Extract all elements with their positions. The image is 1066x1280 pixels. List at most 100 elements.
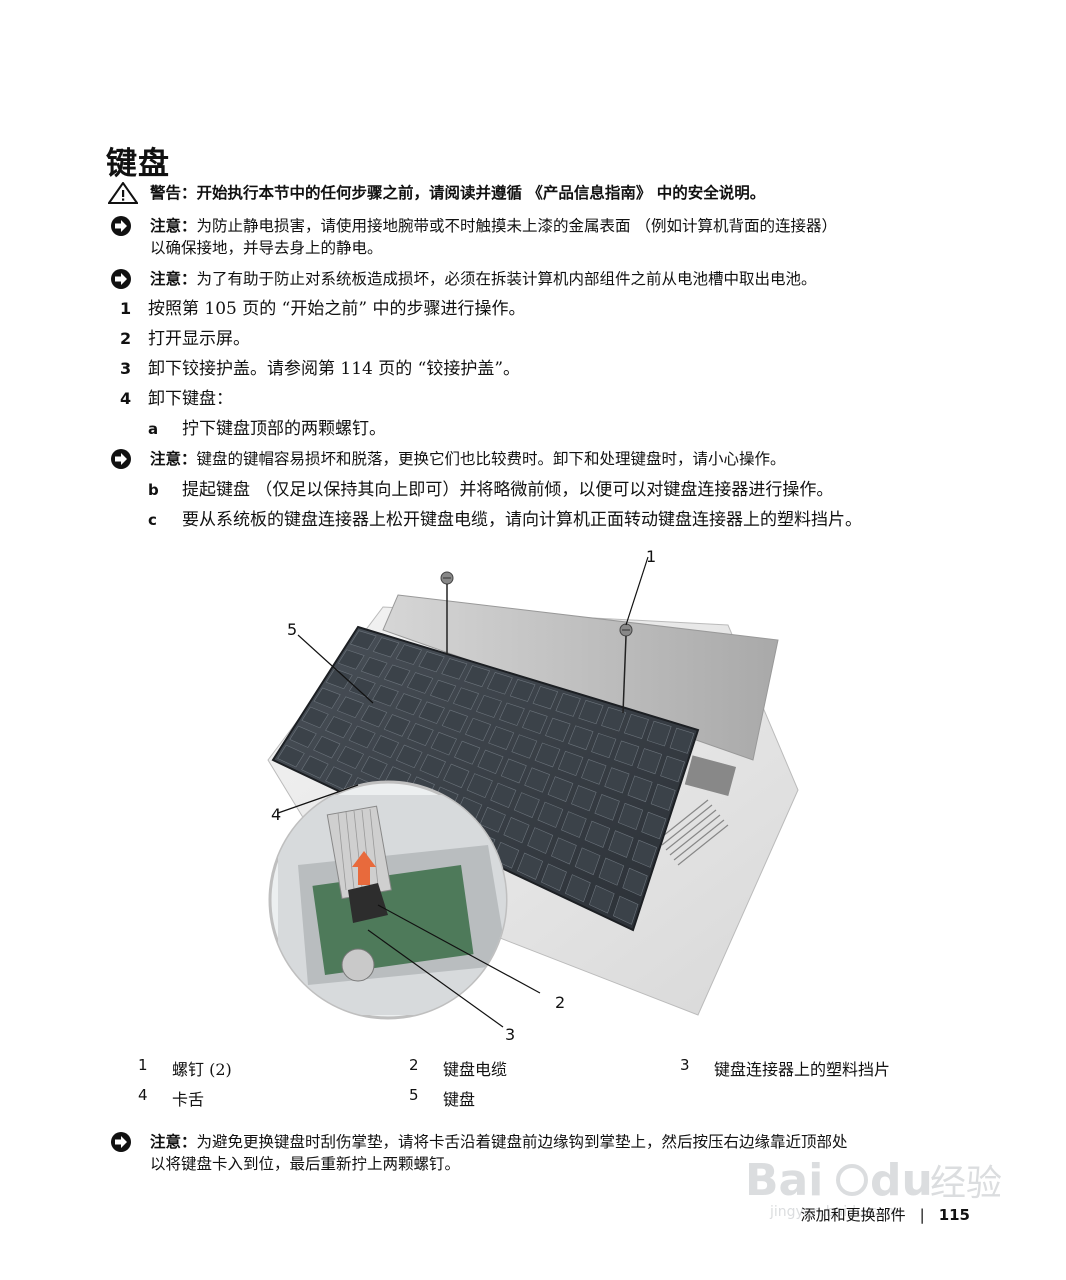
keycap [574,847,601,876]
svg-text:经验: 经验 [930,1163,1002,1204]
keycap [325,716,353,739]
keycap [637,748,663,775]
notice-arrow-icon [111,449,131,469]
keycap [601,706,627,732]
keycap [441,709,468,733]
screw-icon [619,623,633,714]
keycap [581,759,607,785]
keycap [608,830,634,858]
keycap [301,755,329,779]
screw-icon [440,571,454,655]
step-text: 卸下键盘： [148,389,233,409]
keycap [571,785,597,812]
keycap [477,749,504,775]
keycap [532,686,559,710]
keycap [360,705,388,728]
keycap [500,758,527,784]
notice2-text: 为了有助于防止对系统板造成损坏，必须在拆装计算机内部组件之前从电池槽中取出电池。 [196,270,817,288]
keycap [348,725,376,749]
legend-number: 2 [409,1056,419,1074]
warning-triangle-icon [108,182,138,204]
step-text: 卸下铰接护盖。请参阅第 114 页的 “铰接护盖”。 [148,359,521,379]
keycap [561,811,587,838]
legend-number: 4 [138,1086,148,1104]
keycap [325,668,353,690]
notice3-text: 键盘的键帽容易损坏和脱落，更换它们也比较费时。卸下和处理键盘时，请小心操作。 [196,450,786,468]
keycap [612,895,639,925]
keycap [617,802,644,830]
notice1-text2: 以确保接地，并导去身上的静电。 [150,239,383,257]
step-number: 3 [120,359,132,378]
footer-section: 添加和更换部件 [800,1206,906,1224]
keycap [588,885,615,914]
keycap [614,740,640,767]
keycap [604,767,630,794]
keycap [395,693,422,716]
step-number: 4 [120,389,132,408]
keycap [418,651,445,673]
keycap [441,658,468,680]
page-number: 115 [938,1206,970,1224]
keycap [641,811,667,840]
keycap [372,684,399,707]
keycap [395,744,423,769]
warning-text: 开始执行本节中的任何步骤之前，请阅读并遵循 《产品信息指南》 中的安全说明。 [196,184,766,202]
keyboard-removal-illustration [267,556,799,1028]
keycap [464,665,491,688]
step-text: 按照第 105 页的 “开始之前” 中的步骤进行操作。 [148,299,526,319]
keycap [545,717,571,743]
step-text: 打开显示屏。 [148,329,250,349]
keycap [557,750,584,777]
legend-text: 键盘连接器上的塑料挡片 [714,1060,891,1079]
keycap [578,699,604,725]
callout-2: 2 [555,993,566,1012]
legend-number: 5 [409,1086,419,1104]
keycap [289,725,317,748]
keycap [454,740,481,765]
legend-text: 卡舌 [172,1090,205,1109]
keycap [537,801,564,828]
substep-letter: b [148,481,159,499]
warning-label: 警告： [150,184,197,202]
keycap [568,725,594,751]
legend-text: 螺钉 (2) [172,1060,232,1079]
keycap [313,687,341,709]
notice4-text: 为避免更换键盘时刮伤掌垫，请将卡舌沿着键盘前边缘钩到掌垫上，然后按压右边缘靠近顶… [196,1133,848,1151]
keycap [486,672,513,695]
keycap [503,817,530,844]
keycap [631,839,658,868]
keycap [591,732,617,759]
keycap [383,664,411,686]
substep-letter: c [148,511,157,529]
keycap [407,723,434,747]
keycap [372,637,400,658]
keycap [488,726,515,750]
notice4-text2: 以将键盘卡入到位，最后重新拧上两颗螺钉。 [150,1155,461,1173]
callout-5: 5 [287,620,298,639]
notice1-label: 注意： [150,217,197,235]
keycap [406,672,434,694]
callout-4: 4 [271,805,282,824]
footer-separator: | [919,1206,925,1224]
keycap [475,694,502,718]
keycap [313,735,341,759]
keycap [479,806,506,833]
keycap [349,630,377,651]
substep-text: 提起键盘 （仅足以保持其向上即可）并将略微前倾，以便可以对键盘连接器进行操作。 [182,480,834,500]
legend-text: 键盘电缆 [443,1060,508,1079]
keycap [336,745,364,770]
keycap [511,734,538,759]
page-title: 键盘 [106,146,170,182]
notice-arrow-icon [111,269,131,289]
keycap [622,867,648,897]
legend-number: 3 [680,1056,690,1074]
notice3-label: 注意： [150,450,197,468]
keycap [360,657,388,678]
keycap [522,710,548,734]
keycap [466,773,493,799]
keycap [443,763,470,789]
keycap [650,783,676,811]
svg-text:Bai: Bai [745,1155,823,1206]
keycap [395,644,422,665]
keycap [301,706,329,729]
